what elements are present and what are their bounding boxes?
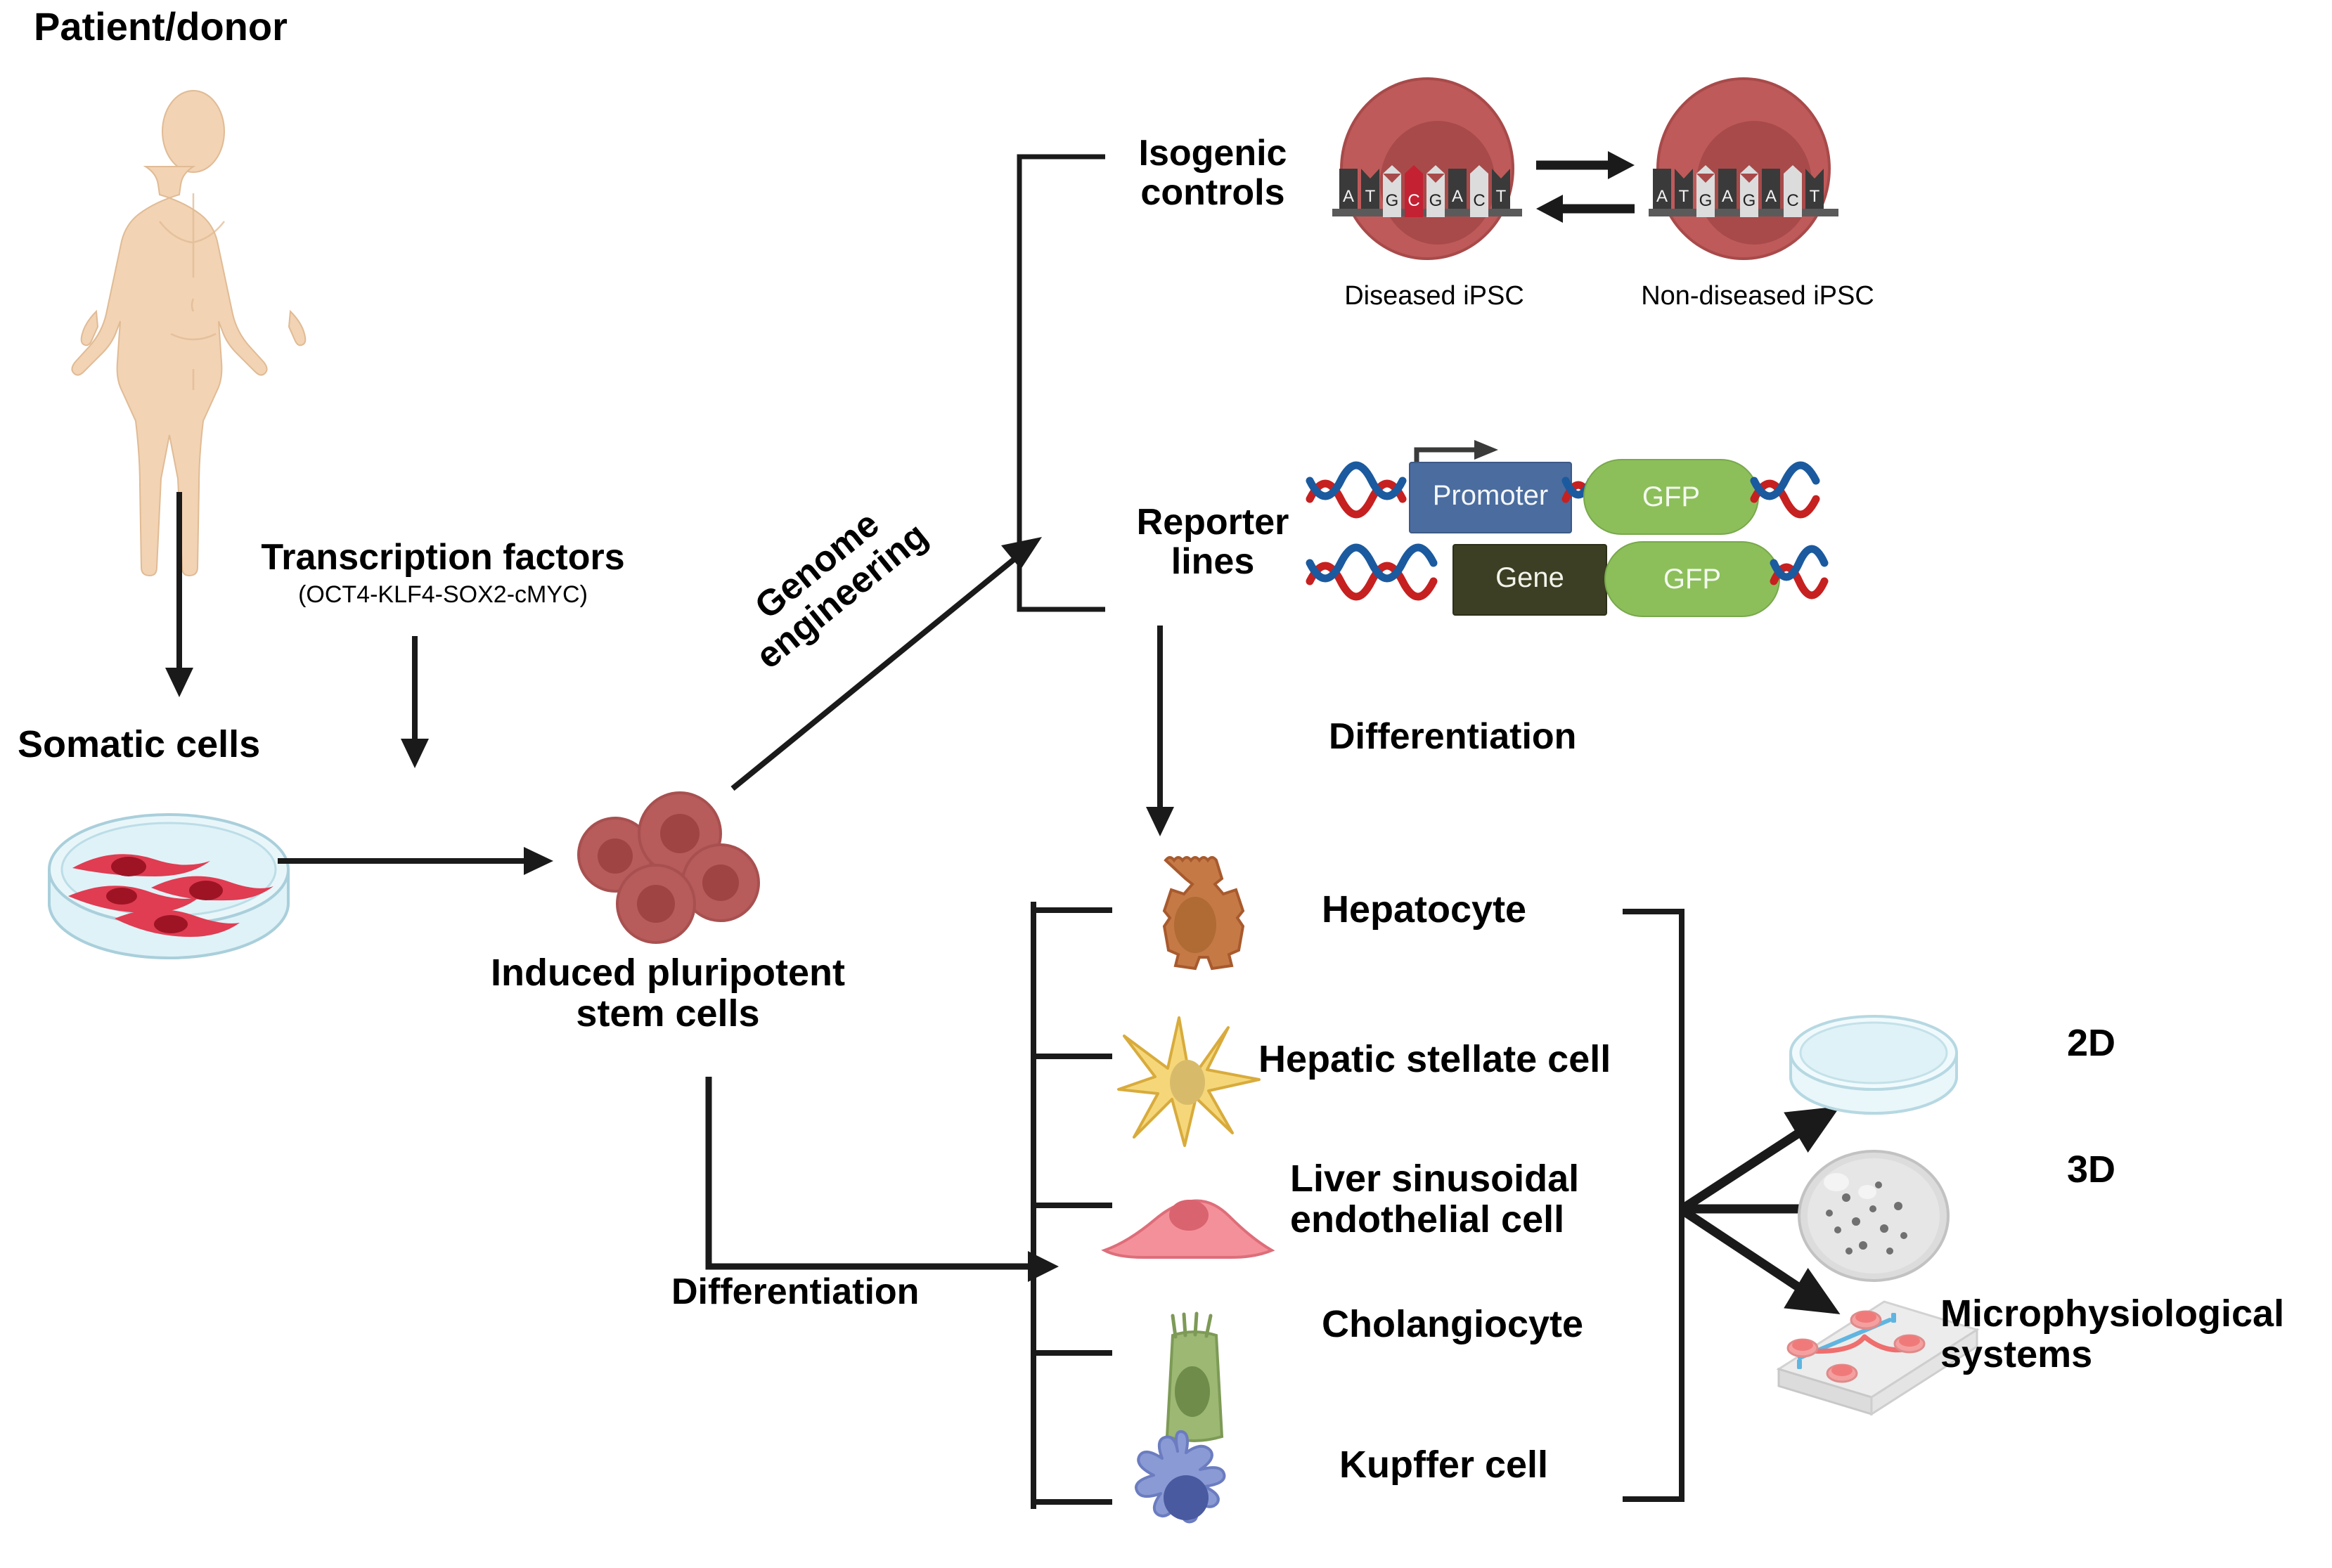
reporter-construct-promoter-gfp: Promoter GFP — [1306, 440, 1820, 535]
somatic-cells-label: Somatic cells — [18, 723, 261, 765]
isogenic-conversion-arrows — [1536, 151, 1635, 223]
differentiation-label-top: Differentiation — [1329, 716, 1577, 757]
svg-text:A: A — [1343, 187, 1354, 206]
diseased-ipsc-cell — [1340, 77, 1514, 260]
cell-types-bracket-left — [1031, 902, 1112, 1509]
svg-text:C: C — [1407, 191, 1419, 210]
svg-text:G: G — [1743, 191, 1756, 210]
svg-text:A: A — [1452, 187, 1463, 206]
petri-dish-somatic-cells — [48, 813, 290, 959]
culture-format-label-2d: 2D — [2067, 1022, 2116, 1064]
svg-text:G: G — [1429, 191, 1443, 210]
svg-text:Promoter: Promoter — [1433, 480, 1549, 511]
transcription-factors-subtitle: (OCT4-KLF4-SOX2-cMYC) — [298, 581, 588, 609]
cell-type-label-hepatocyte: Hepatocyte — [1322, 888, 1527, 931]
svg-text:A: A — [1722, 187, 1733, 206]
branch-label-reporter-lines: Reporter lines — [1136, 502, 1289, 583]
non-diseased-ipsc-cell — [1656, 77, 1831, 260]
dna-bases-diseased: A T G C G A C T — [1332, 165, 1522, 217]
svg-text:T: T — [1365, 187, 1376, 206]
culture-format-label-3d: 3D — [2067, 1148, 2116, 1191]
culture-format-label-mps: Microphysiological systems — [1940, 1292, 2285, 1376]
svg-text:T: T — [1679, 187, 1689, 206]
arrow-patient-to-somatic — [165, 492, 193, 697]
ipsc-label: Induced pluripotent stem cells — [491, 952, 845, 1035]
svg-text:G: G — [1699, 191, 1713, 210]
svg-text:A: A — [1656, 187, 1668, 206]
cell-type-label-liver-sinusoidal-endothelial-cell: Liver sinusoidal endothelial cell — [1290, 1158, 1580, 1241]
arrow-somatic-to-ipsc — [278, 847, 553, 875]
transcription-factors-title: Transcription factors — [261, 537, 625, 578]
kupffer-cell-icon — [1135, 1430, 1226, 1524]
svg-text:Gene: Gene — [1495, 562, 1564, 593]
cell-type-label-kupffer-cell: Kupffer cell — [1339, 1444, 1549, 1486]
organoid-dish-3d-icon — [1798, 1150, 1950, 1282]
svg-text:GFP: GFP — [1642, 481, 1700, 512]
svg-text:T: T — [1496, 187, 1507, 206]
differentiation-label-bottom: Differentiation — [671, 1271, 920, 1312]
arrow-transcription-factors-down — [401, 636, 429, 768]
hepatocyte-icon — [1162, 856, 1245, 971]
svg-text:C: C — [1786, 191, 1798, 210]
arrow-reporter-to-hepatocyte — [1146, 626, 1174, 836]
svg-text:T: T — [1810, 187, 1820, 206]
patient-donor-label: Patient/donor — [34, 4, 288, 48]
cell-type-label-cholangiocyte: Cholangiocyte — [1322, 1303, 1584, 1345]
cell-type-label-hepatic-stellate-cell: Hepatic stellate cell — [1258, 1038, 1611, 1080]
cholangiocyte-icon — [1165, 1311, 1224, 1442]
svg-text:A: A — [1765, 187, 1777, 206]
ipsc-cell-cluster — [577, 791, 760, 944]
branch-label-isogenic-controls: Isogenic controls — [1138, 133, 1287, 214]
hepatic-stellate-cell-icon — [1117, 1016, 1261, 1147]
non-diseased-ipsc-caption: Non-diseased iPSC — [1641, 281, 1874, 311]
dna-helix-right — [1750, 461, 1820, 519]
dna-helix-right — [1770, 545, 1829, 600]
culture-formats-bracket-right — [1623, 909, 1684, 1502]
microphysiological-chip-icon — [1776, 1300, 1980, 1416]
svg-text:C: C — [1473, 191, 1485, 210]
branch-bracket-engineering — [1017, 154, 1105, 612]
dna-helix-left — [1306, 461, 1407, 519]
culture-dish-2d-icon — [1789, 1015, 1958, 1115]
diseased-ipsc-caption: Diseased iPSC — [1344, 281, 1524, 311]
dna-helix-left — [1306, 543, 1438, 601]
transcription-factors-block: Transcription factors (OCT4-KLF4-SOX2-cM… — [218, 538, 668, 609]
svg-text:G: G — [1386, 191, 1399, 210]
isogenic-controls-graphic: A T G C G A C T — [1332, 77, 1838, 260]
dna-bases-non-diseased: A T G A G A C T — [1649, 165, 1838, 217]
liver-sinusoidal-endothelial-cell-icon — [1101, 1199, 1275, 1259]
svg-text:GFP: GFP — [1663, 564, 1721, 595]
reporter-construct-gene-gfp: Gene GFP — [1306, 541, 1829, 617]
human-body-figure — [71, 90, 307, 577]
